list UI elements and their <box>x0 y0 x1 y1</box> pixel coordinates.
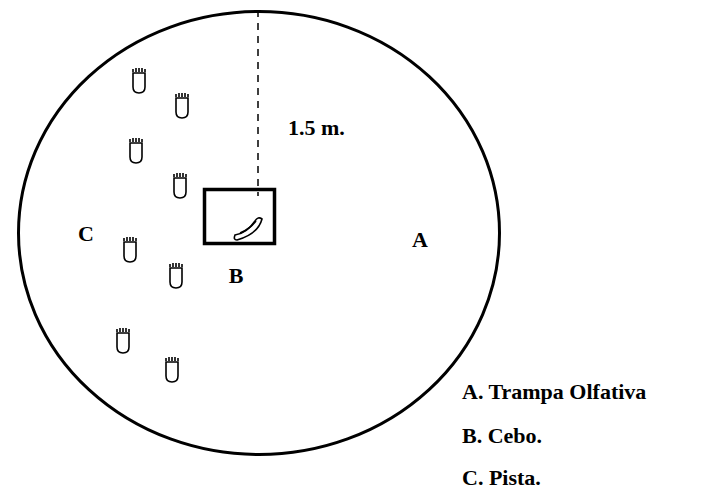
region-letter: B <box>229 264 244 288</box>
key-entry: B. Cebo. <box>462 424 542 448</box>
footprint-toes <box>170 263 182 267</box>
node-outline <box>203 188 276 245</box>
footprint <box>130 143 142 163</box>
outline <box>205 190 275 244</box>
footprint <box>176 98 188 118</box>
dimension-label: 1.5 m. <box>288 116 345 140</box>
region-letter: C <box>78 222 94 246</box>
trap-circle: C A B <box>17 10 501 456</box>
footprint <box>174 178 186 198</box>
footprint-toes <box>176 93 188 97</box>
footprint <box>170 268 182 288</box>
footprint-toes <box>130 138 142 142</box>
footprint <box>117 333 129 353</box>
footprint-toes <box>133 68 145 72</box>
footprint <box>133 73 145 93</box>
key-entry: A. Trampa Olfativa <box>462 380 646 404</box>
footprint <box>124 242 136 262</box>
footprint-toes <box>124 237 136 241</box>
dimension-line <box>257 10 259 196</box>
footprint <box>166 362 178 382</box>
footprint-toes <box>174 173 186 177</box>
footprint-toes <box>117 328 129 332</box>
footprint-toes <box>166 357 178 361</box>
region-letter: A <box>412 228 428 252</box>
key-entry: C. Pista. <box>462 466 541 490</box>
bait-symbol <box>234 218 262 240</box>
outline <box>19 12 500 455</box>
bait-box: B <box>203 188 276 245</box>
footprint-track <box>117 68 188 382</box>
